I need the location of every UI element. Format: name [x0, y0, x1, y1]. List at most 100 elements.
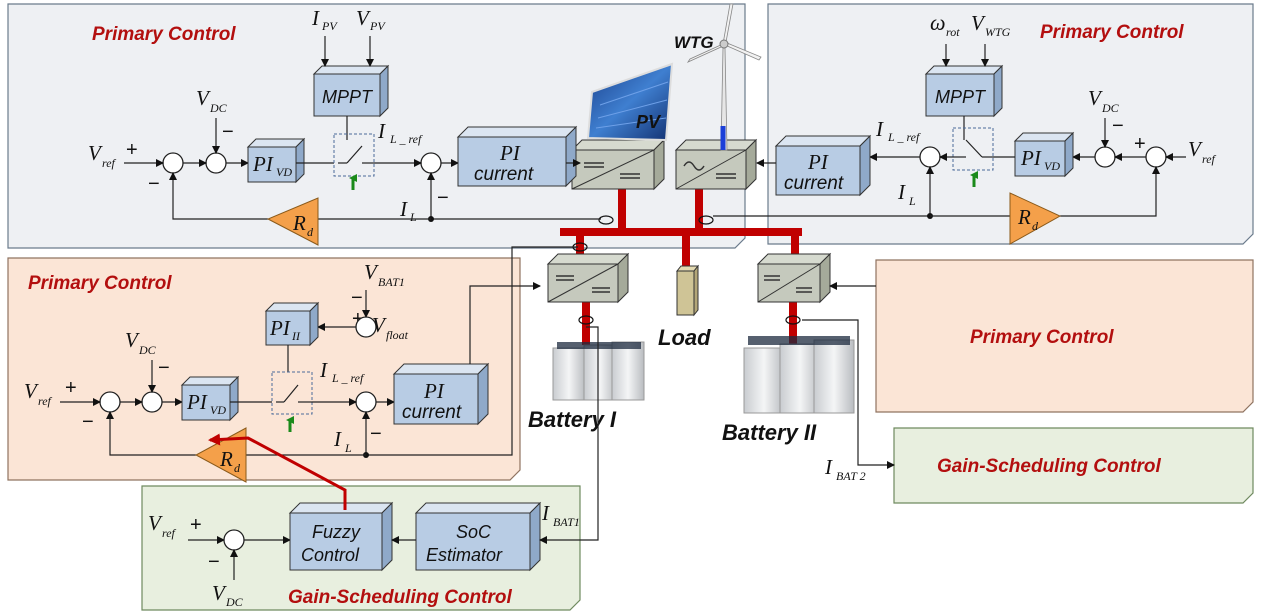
pv-panel-title: Primary Control: [92, 24, 236, 45]
battery1-dcdc-converter: [546, 252, 630, 304]
gs1-panel-title: Gain-Scheduling Control: [288, 587, 512, 608]
svg-text:R: R: [219, 447, 233, 471]
svg-text:ref: ref: [38, 394, 53, 408]
svg-text:V: V: [24, 379, 39, 403]
svg-text:PI: PI: [499, 141, 521, 165]
svg-text:VD: VD: [276, 165, 292, 179]
bat1-pi-ii-block: PI II: [264, 301, 320, 347]
svg-text:ref: ref: [102, 156, 117, 170]
svg-text:current: current: [474, 164, 534, 185]
bat2-panel-title: Primary Control: [970, 327, 1114, 348]
current-sensors: [572, 215, 801, 325]
svg-text:DC: DC: [138, 343, 157, 357]
svg-text:MPPT: MPPT: [322, 87, 374, 107]
svg-text:PI: PI: [252, 152, 274, 176]
svg-text:V: V: [1188, 137, 1203, 161]
svg-text:d: d: [1032, 219, 1039, 233]
svg-text:−: −: [1112, 115, 1124, 137]
svg-text:PI: PI: [1020, 146, 1042, 170]
wtg-droop-gain: R d: [1009, 192, 1062, 245]
svg-text:V: V: [125, 328, 140, 352]
svg-text:MPPT: MPPT: [935, 87, 987, 107]
bat1-panel-title: Primary Control: [28, 273, 172, 294]
wind-turbine: WTG: [674, 3, 762, 151]
svg-text:ref: ref: [162, 526, 177, 540]
svg-text:BAT1: BAT1: [378, 275, 405, 289]
svg-text:−: −: [158, 357, 170, 379]
battery1-label: Battery I: [528, 407, 617, 432]
svg-text:I: I: [541, 501, 550, 525]
svg-text:V: V: [212, 581, 227, 605]
pv-primary-control-panel: Primary Control: [7, 3, 746, 249]
svg-text:+: +: [352, 308, 364, 330]
load-label: Load: [658, 325, 711, 350]
svg-text:VD: VD: [210, 403, 226, 417]
svg-text:ω: ω: [930, 10, 946, 35]
svg-text:PI: PI: [807, 150, 829, 174]
battery1-primary-control-panel: Primary Control: [7, 257, 521, 481]
svg-text:current: current: [402, 402, 462, 423]
wtg-control-loop: MPPT ω rot V WTG V ref + V DC − PI VD: [713, 10, 1217, 245]
svg-text:R: R: [1017, 205, 1031, 229]
bat1-pi-current-block: PI current: [392, 362, 490, 426]
svg-text:L: L: [409, 210, 417, 224]
svg-text:d: d: [307, 225, 314, 239]
svg-text:I: I: [399, 197, 408, 221]
svg-text:V: V: [196, 86, 211, 110]
pv-dcdc-converter: [570, 138, 666, 191]
bat1-droop-gain: R d: [194, 427, 247, 483]
soc-estimator-block: SoC Estimator: [414, 501, 542, 572]
svg-text:I: I: [377, 119, 386, 143]
svg-text:I: I: [333, 427, 342, 451]
wtg-panel-title: Primary Control: [1040, 22, 1184, 43]
svg-text:PI: PI: [423, 379, 445, 403]
svg-text:V: V: [88, 141, 103, 165]
svg-text:L _ ref: L _ ref: [331, 371, 365, 385]
svg-text:R: R: [292, 211, 306, 235]
svg-text:VD: VD: [1044, 159, 1060, 173]
pv-mppt-block: MPPT: [312, 64, 390, 118]
svg-text:float: float: [386, 328, 409, 342]
wtg-pi-vd-block: PI VD: [1013, 131, 1075, 178]
svg-text:PI: PI: [186, 390, 208, 414]
svg-text:current: current: [784, 173, 844, 194]
svg-text:DC: DC: [209, 101, 228, 115]
svg-text:rot: rot: [946, 25, 960, 39]
svg-text:L: L: [344, 441, 352, 455]
svg-text:L _ ref: L _ ref: [389, 132, 423, 146]
svg-text:L: L: [908, 194, 916, 208]
svg-text:V: V: [148, 511, 163, 535]
wtg-primary-control-panel: Primary Control: [767, 3, 1254, 245]
svg-text:DC: DC: [225, 595, 244, 609]
svg-text:−: −: [370, 423, 382, 445]
battery1: Battery I: [528, 341, 645, 432]
svg-text:d: d: [234, 461, 241, 475]
svg-text:V: V: [356, 6, 371, 30]
svg-text:Control: Control: [301, 545, 360, 565]
svg-text:II: II: [291, 329, 301, 343]
battery2-wiring: I BAT 2: [802, 282, 895, 483]
svg-text:Fuzzy: Fuzzy: [312, 522, 361, 542]
wtg-pi-current-block: PI current: [774, 134, 872, 197]
fuzzy-control-block: Fuzzy Control: [288, 501, 394, 572]
pv-pi-vd-block: PI VD: [246, 137, 306, 184]
svg-text:I: I: [824, 455, 833, 479]
svg-text:SoC: SoC: [456, 522, 492, 542]
svg-text:−: −: [82, 411, 94, 433]
svg-text:I: I: [319, 358, 328, 382]
svg-text:PV: PV: [369, 19, 386, 33]
svg-text:+: +: [65, 377, 77, 399]
pv-control-loop: MPPT I PV V PV V ref + − V DC − PI VD: [88, 6, 601, 246]
svg-text:V: V: [971, 11, 986, 35]
svg-text:V: V: [364, 260, 379, 284]
svg-text:Estimator: Estimator: [426, 545, 503, 565]
svg-text:−: −: [208, 551, 220, 573]
gs2-panel-title: Gain-Scheduling Control: [937, 456, 1161, 477]
svg-text:I: I: [875, 117, 884, 141]
svg-text:V: V: [372, 313, 387, 337]
wtg-label: WTG: [674, 33, 714, 52]
svg-text:I: I: [897, 180, 906, 204]
svg-text:+: +: [126, 139, 138, 161]
battery2-dcdc-converter: [756, 252, 832, 304]
svg-text:BAT 2: BAT 2: [836, 469, 866, 483]
